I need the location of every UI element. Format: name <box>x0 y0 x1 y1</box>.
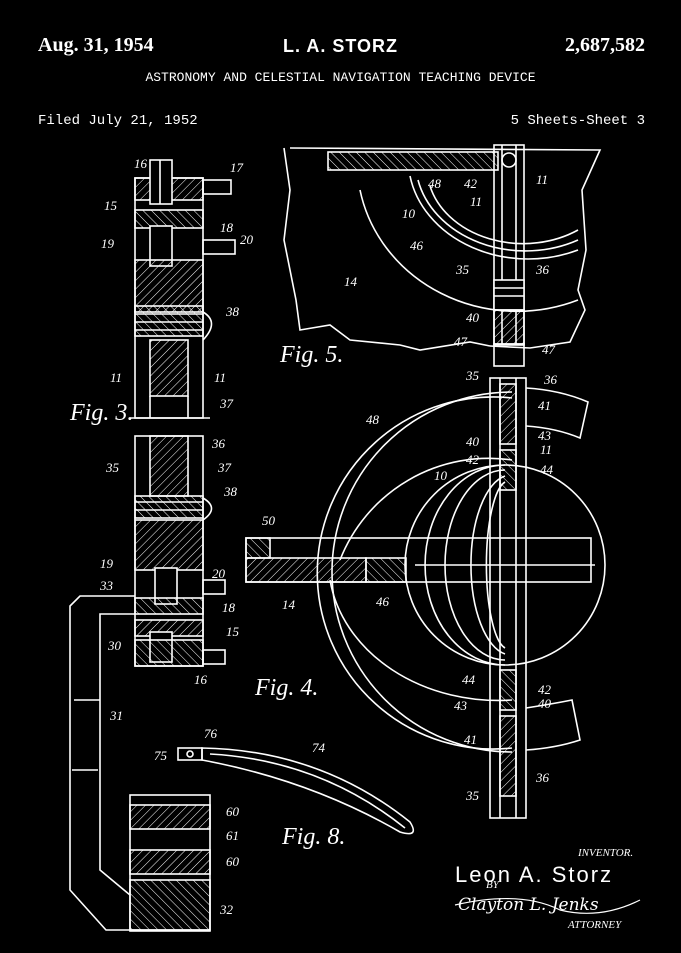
ref-60-low: 60 <box>226 854 240 869</box>
ref-18-top: 18 <box>220 220 234 235</box>
patent-date: Aug. 31, 1954 <box>38 34 154 56</box>
ref-36-fig5: 36 <box>535 262 550 277</box>
fig8-label: Fig. 8. <box>281 824 345 850</box>
fig3-drawing <box>130 159 236 667</box>
ref-17: 17 <box>230 160 244 175</box>
ref-42-low: 42 <box>538 682 552 697</box>
fig5-drawing <box>283 144 602 367</box>
ref-48-fig5: 48 <box>428 176 442 191</box>
ref-11-left: 11 <box>110 370 122 385</box>
by-label: BY <box>486 879 501 891</box>
ref-10-fig5: 10 <box>402 206 416 221</box>
patent-title: ASTRONOMY AND CELESTIAL NAVIGATION TEACH… <box>145 70 536 85</box>
ref-44-top: 44 <box>540 462 554 477</box>
ref-36-fig4-top: 36 <box>543 372 558 387</box>
patent-number: 2,687,582 <box>565 34 645 56</box>
ref-38-top: 38 <box>225 304 240 319</box>
inventor-signature: Leon A. Storz <box>455 862 613 887</box>
ref-61: 61 <box>226 828 239 843</box>
ref-42-fig5: 42 <box>464 176 478 191</box>
fig4-drawing <box>245 377 606 819</box>
ref-35-left: 35 <box>105 460 120 475</box>
ref-20-top: 20 <box>240 232 254 247</box>
ref-11-right: 11 <box>214 370 226 385</box>
ref-37-top: 37 <box>219 396 234 411</box>
ref-11-fig5-b: 11 <box>470 194 482 209</box>
ref-47-right: 47 <box>542 342 556 357</box>
inventor-label: INVENTOR. <box>577 847 633 859</box>
ref-44-low: 44 <box>462 672 476 687</box>
ref-36-low: 36 <box>535 770 550 785</box>
ref-37-mid: 37 <box>217 460 232 475</box>
fig3-label: Fig. 3. <box>69 400 133 426</box>
ref-35-fig4-top: 35 <box>465 368 480 383</box>
ref-38-mid: 38 <box>223 484 238 499</box>
ref-19-low: 19 <box>100 556 114 571</box>
ref-15-low: 15 <box>226 624 240 639</box>
ref-10-fig4: 10 <box>434 468 448 483</box>
ref-15-top: 15 <box>104 198 118 213</box>
ref-11-fig4: 11 <box>540 442 552 457</box>
ref-40-fig5: 40 <box>466 310 480 325</box>
ref-33: 33 <box>99 578 114 593</box>
ref-14-low: 14 <box>282 597 296 612</box>
ref-47-left: 47 <box>454 334 468 349</box>
signature-flourish <box>454 897 641 914</box>
ref-60-top: 60 <box>226 804 240 819</box>
ref-35-low: 35 <box>465 788 480 803</box>
fig4-label: Fig. 4. <box>254 675 318 701</box>
sheet-count: 5 Sheets-Sheet 3 <box>510 113 645 129</box>
filed-date: Filed July 21, 1952 <box>38 113 198 129</box>
ref-48-fig4: 48 <box>366 412 380 427</box>
ref-76: 76 <box>204 726 218 741</box>
reference-numerals: 16 17 15 18 19 20 38 11 11 37 36 35 37 3… <box>99 156 558 917</box>
ref-42-fig4-top: 42 <box>466 452 480 467</box>
ref-40-low: 40 <box>538 696 552 711</box>
ref-16-top: 16 <box>134 156 148 171</box>
ref-35-fig5: 35 <box>455 262 470 277</box>
ref-43-low: 43 <box>454 698 468 713</box>
ref-11-fig5-a: 11 <box>536 172 548 187</box>
ref-46-low: 46 <box>376 594 390 609</box>
ref-16-low: 16 <box>194 672 208 687</box>
ref-30: 30 <box>107 638 122 653</box>
ref-18-low: 18 <box>222 600 236 615</box>
ref-74: 74 <box>312 740 326 755</box>
ref-43-top: 43 <box>538 428 552 443</box>
attorney-label: ATTORNEY <box>567 919 623 931</box>
attorney-signature: Clayton L. Jenks <box>458 895 599 915</box>
ref-40-fig4-top: 40 <box>466 434 480 449</box>
ref-36-left: 36 <box>211 436 226 451</box>
ref-46-fig5: 46 <box>410 238 424 253</box>
ref-32: 32 <box>219 902 234 917</box>
ref-41-top: 41 <box>538 398 551 413</box>
fig8-block <box>129 794 211 932</box>
ref-75: 75 <box>154 748 168 763</box>
inventor-header: L. A. STORZ <box>282 36 398 56</box>
ref-19-top: 19 <box>101 236 115 251</box>
fig5-label: Fig. 5. <box>279 342 343 368</box>
ref-41-low: 41 <box>464 732 477 747</box>
ref-14-fig5: 14 <box>344 274 358 289</box>
ref-20-low: 20 <box>212 566 226 581</box>
ref-50: 50 <box>262 513 276 528</box>
fig8-pointer <box>177 747 415 835</box>
bracket-arm <box>69 595 210 931</box>
ref-31: 31 <box>109 708 123 723</box>
